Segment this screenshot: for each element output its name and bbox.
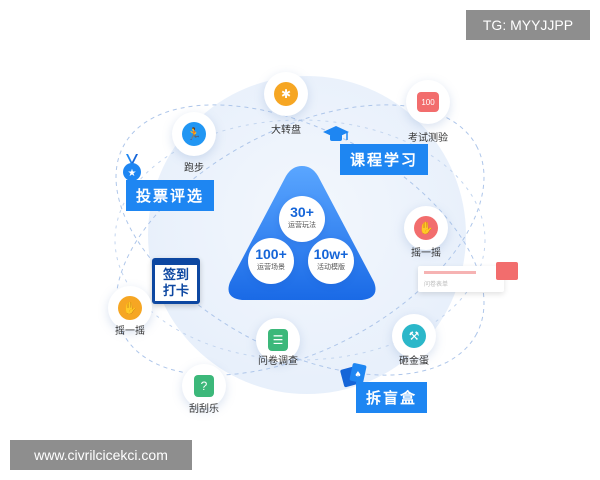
- exam-icon: 100: [417, 92, 439, 112]
- shake-left-label: 摇一摇: [115, 326, 145, 337]
- shake-icon: ✋: [414, 216, 438, 240]
- shake-left-icon: ✋: [118, 296, 142, 320]
- survey-node[interactable]: ☰: [256, 318, 300, 362]
- wheel-icon: ✱: [274, 82, 298, 106]
- scratch-card-icon: ?: [194, 375, 214, 397]
- stat-scenes-value: 100+: [255, 246, 287, 262]
- form-card-mock: 问卷表单: [418, 262, 518, 292]
- blindbox-tag[interactable]: 拆盲盒: [356, 382, 428, 413]
- stat-gameplay-value: 30+: [290, 204, 314, 220]
- checkin-line-2: 打卡: [162, 283, 189, 298]
- egg-icon: ⚒: [402, 324, 426, 348]
- stat-scenes-label: 运营场景: [257, 264, 285, 271]
- vote-tag[interactable]: 投票评选: [126, 180, 215, 211]
- center-triangle: 30+ 运营玩法 100+ 运营场景 10w+ 活动模版: [222, 160, 382, 310]
- course-tag[interactable]: 课程学习: [340, 144, 429, 175]
- watermark-top-right: TG: MYYJJPP: [466, 10, 590, 40]
- egg-node[interactable]: ⚒: [392, 314, 436, 358]
- run-node[interactable]: 🏃: [172, 112, 216, 156]
- survey-label: 问卷调查: [258, 356, 298, 367]
- checkin-card-face: 签到 打卡: [155, 265, 197, 301]
- svg-text:♠: ♠: [354, 370, 361, 379]
- form-card-text: 问卷表单: [424, 282, 449, 288]
- cards-icon: ♠: [340, 363, 367, 388]
- stat-gameplay-label: 运营玩法: [288, 222, 316, 229]
- shake-right-label: 摇一摇: [411, 248, 441, 259]
- scratch-node[interactable]: ?: [182, 364, 226, 408]
- stat-templates: 10w+ 活动模版: [308, 238, 354, 284]
- wheel-label: 大转盘: [271, 125, 301, 136]
- form-card-badge: [496, 262, 518, 280]
- checkin-line-1: 签到: [162, 267, 189, 282]
- stat-gameplay: 30+ 运营玩法: [279, 196, 325, 242]
- running-icon: 🏃: [182, 122, 206, 146]
- egg-label: 砸金蛋: [399, 356, 429, 367]
- stat-templates-value: 10w+: [313, 246, 349, 262]
- graduation-cap-icon: [323, 126, 349, 141]
- form-card-line: [424, 271, 476, 274]
- wheel-node[interactable]: ✱: [264, 72, 308, 116]
- stat-scenes: 100+ 运营场景: [248, 238, 294, 284]
- survey-icon: ☰: [268, 329, 288, 351]
- svg-text:★: ★: [128, 168, 137, 179]
- run-label: 跑步: [184, 163, 204, 174]
- exam-label: 考试测验: [408, 133, 448, 144]
- medal-icon: ★: [123, 154, 141, 181]
- shake-right-node[interactable]: ✋: [404, 206, 448, 250]
- watermark-bottom-left: www.civrilcicekci.com: [10, 440, 192, 470]
- scratch-label: 刮刮乐: [189, 404, 219, 415]
- stat-templates-label: 活动模版: [317, 264, 345, 271]
- exam-node[interactable]: 100: [406, 80, 450, 124]
- shake-left-node[interactable]: ✋: [108, 286, 152, 330]
- checkin-card[interactable]: 签到 打卡: [152, 258, 200, 304]
